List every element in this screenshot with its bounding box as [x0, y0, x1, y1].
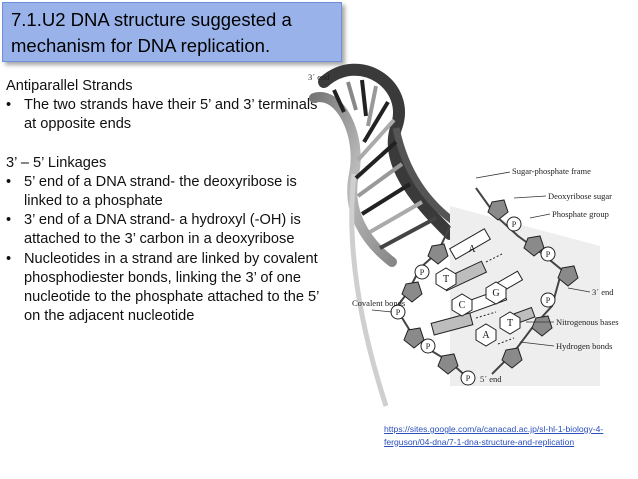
section-heading-linkages: 3’ – 5’ Linkages [6, 154, 107, 171]
phosphate-letter: P [546, 296, 551, 305]
helix-ribbon-thin [349, 173, 389, 407]
base-letter-a: A [482, 330, 490, 341]
bullet-item: Nucleotides in a strand are linked by co… [6, 250, 328, 327]
base-letters: T G T C A A [443, 244, 513, 341]
phosphate-letter: P [426, 342, 431, 351]
helix-rungs [332, 79, 437, 250]
label-covalent-bonds-text: Covalent bonds [352, 298, 405, 308]
label-hydrogen-bonds: Hydrogen bonds [556, 341, 612, 351]
base-letter-a: A [468, 244, 476, 255]
bullet-item: 5’ end of a DNA strand- the deoxyribose … [6, 173, 328, 211]
dna-structure-diagram: P P P P P P P T G T C A A [308, 63, 619, 407]
sugars-right [487, 199, 579, 369]
label-phosphate-group: Phosphate group [552, 209, 609, 219]
label-nitrogenous-bases: Nitrogenous bases [556, 317, 619, 327]
phosphate-letter: P [512, 220, 517, 229]
label-right-end: 3´ end [592, 287, 614, 297]
phosphate-letter: P [546, 250, 551, 259]
base-shapes [435, 267, 521, 347]
base-letter-g: G [492, 288, 499, 299]
phosphate-letter: P [466, 374, 471, 383]
leader-lines [371, 171, 591, 347]
bullet-item: The two strands have their 5’ and 3’ ter… [6, 96, 328, 134]
base-letter-t: T [443, 274, 449, 285]
bullet-text: Antiparallel Strands The two strands hav… [6, 77, 328, 326]
phosphate-letter: P [420, 268, 425, 277]
diagram-backdrop [450, 206, 600, 386]
base-letter-t: T [507, 318, 513, 329]
sugars-left [401, 243, 459, 375]
source-link[interactable]: https://sites.google.com/a/canacad.ac.jp… [384, 424, 604, 447]
label-bottom-end: 5´ end [480, 374, 502, 384]
label-covalent-bonds: Covalent bonds [352, 298, 405, 308]
hydrogen-bond-dashes [475, 253, 515, 345]
spacer [6, 135, 328, 154]
label-deoxyribose-sugar: Deoxyribose sugar [548, 191, 612, 201]
label-sugar-phosphate-frame: Sugar-phosphate frame [512, 166, 591, 176]
phosphate-circles [390, 216, 556, 386]
diagram-labels: 3´ end Sugar-phosphate frame Deoxyribose… [308, 72, 619, 384]
bullet-list-linkages: 5’ end of a DNA strand- the deoxyribose … [6, 173, 328, 327]
section-heading-antiparallel: Antiparallel Strands [6, 78, 133, 94]
phosphate-letters: P P P P P P P [396, 220, 551, 383]
bullet-list-antiparallel: The two strands have their 5’ and 3’ ter… [6, 96, 328, 134]
slide-title: 7.1.U2 DNA structure suggested a mechani… [2, 2, 342, 62]
phosphate-letter: P [396, 308, 401, 317]
bullet-item: 3’ end of a DNA strand- a hydroxyl (-OH)… [6, 211, 328, 249]
base-letter-c: C [459, 300, 466, 311]
label-top-end: 3´ end [308, 72, 330, 82]
